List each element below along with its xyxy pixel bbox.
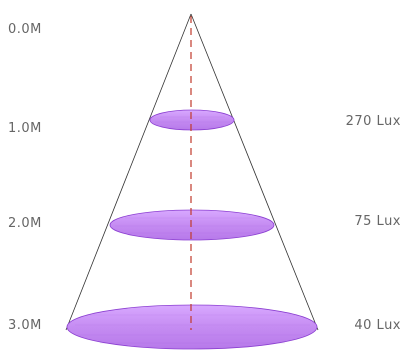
distance-label-1m: 1.0M bbox=[8, 121, 42, 136]
disc-texture bbox=[75, 116, 310, 344]
lux-label-1m: 270 Lux bbox=[345, 114, 401, 129]
light-disc-2m bbox=[109, 209, 275, 241]
distance-label-3m: 3.0M bbox=[8, 318, 42, 333]
light-disc-3m bbox=[66, 304, 318, 350]
cone-left-edge bbox=[65, 13, 192, 331]
distance-label-0m: 0.0M bbox=[8, 22, 42, 37]
distance-label-2m: 2.0M bbox=[8, 216, 42, 231]
light-disc-1m bbox=[149, 109, 235, 131]
lux-label-2m: 75 Lux bbox=[354, 214, 401, 229]
lux-label-3m: 40 Lux bbox=[354, 318, 401, 333]
cone-right-edge bbox=[190, 13, 319, 331]
